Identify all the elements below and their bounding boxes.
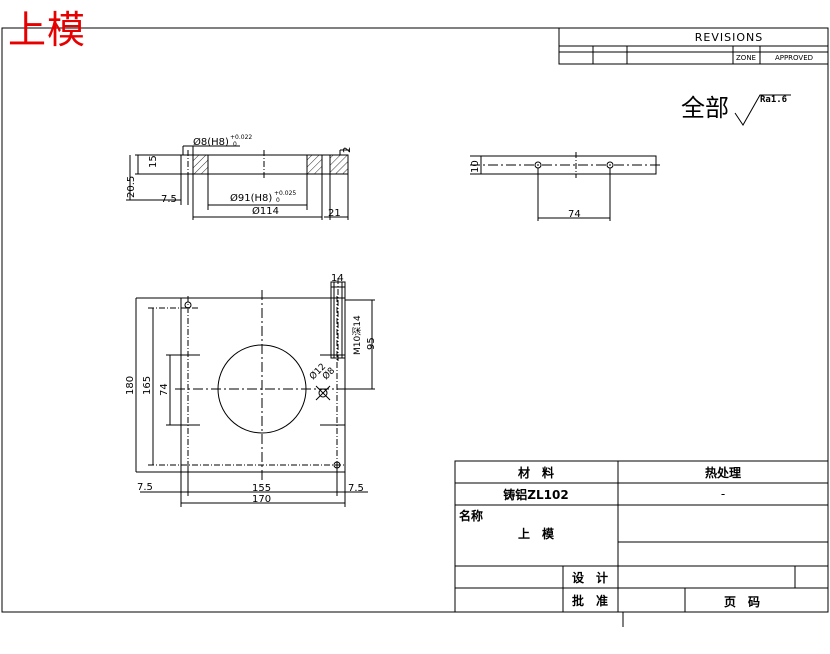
dim-right-offset: 21 xyxy=(328,208,341,219)
dim-width-outer: 170 xyxy=(252,494,271,505)
dim-bore-large-tol-upper: +0.025 xyxy=(274,190,296,197)
revisions-header: REVISIONS xyxy=(695,31,763,44)
page-number-label: 页 码 xyxy=(724,595,760,609)
section-hatch-left xyxy=(192,154,209,175)
dim-thread: M10深14 xyxy=(352,315,363,355)
dim-recess-depth: 15 xyxy=(148,155,159,168)
material-value: 铸铝ZL102 xyxy=(503,487,568,502)
design-label: 设 计 xyxy=(572,570,608,585)
surface-finish-symbol xyxy=(734,94,791,126)
plate-outline xyxy=(180,297,346,473)
dim-detail-height: 95 xyxy=(366,337,377,350)
top-view xyxy=(470,152,660,221)
dim-detail-width: 14 xyxy=(331,273,344,284)
part-name-label: 名称 xyxy=(459,508,483,523)
part-name-value: 上 模 xyxy=(518,526,555,541)
dim-thickness: 10 xyxy=(470,160,481,173)
heat-treatment-value: - xyxy=(721,487,725,501)
dim-left-offset: 7.5 xyxy=(161,194,177,205)
section-hatch-right xyxy=(306,154,323,175)
side-section-view xyxy=(126,145,350,220)
dim-pin-spacing: 74 xyxy=(568,209,581,220)
dim-bore-large-tol-lower: 0 xyxy=(276,197,280,204)
dim-width-holes: 155 xyxy=(252,483,271,494)
pin-hole-plan xyxy=(318,388,328,398)
plan-view xyxy=(135,278,375,507)
dim-edge-right: 7.5 xyxy=(348,483,364,494)
title-block xyxy=(454,460,829,613)
dim-height-holes: 165 xyxy=(142,376,153,395)
dim-bore-small: Ø8(H8) xyxy=(193,136,229,148)
surface-finish-label: 全部 xyxy=(681,94,729,122)
dim-edge-left: 7.5 xyxy=(137,482,153,493)
surface-finish-value: Ra1.6 xyxy=(760,95,788,105)
revisions-block xyxy=(558,27,829,65)
dim-height-outer: 180 xyxy=(125,376,136,395)
material-label: 材 料 xyxy=(517,465,554,480)
dim-height-total: 20.5 xyxy=(126,176,137,198)
dim-bore-small-tol-upper: +0.022 xyxy=(230,134,252,141)
approve-label: 批 准 xyxy=(572,593,608,608)
dim-slot-len: 74 xyxy=(159,383,170,396)
revisions-zone: ZONE xyxy=(736,54,756,62)
sheet-border xyxy=(1,27,829,613)
dim-bore-large: Ø91(H8) xyxy=(230,192,272,204)
drawing-title: 上模 xyxy=(8,8,87,52)
section-hatch-far-right xyxy=(329,154,349,175)
heat-treatment-label: 热处理 xyxy=(705,465,741,480)
dim-bore-small-tol-lower: 0 xyxy=(233,141,237,148)
revisions-approved: APPROVED xyxy=(775,54,813,62)
dim-small-step: 2 xyxy=(342,147,353,153)
dim-outer-dia: Ø114 xyxy=(252,205,279,217)
